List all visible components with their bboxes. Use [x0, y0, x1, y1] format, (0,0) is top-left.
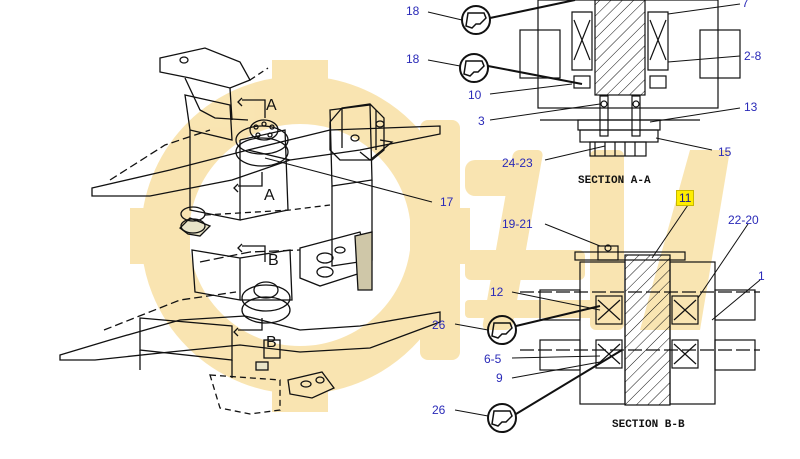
section-a-a-label: SECTION A-A	[578, 175, 651, 187]
callout-17[interactable]: 17	[440, 195, 454, 209]
callout-7[interactable]: 7	[742, 0, 749, 10]
frame-assembly	[59, 47, 441, 415]
callout-1[interactable]: 1	[758, 269, 765, 283]
section-b-b-label: SECTION B-B	[612, 419, 685, 431]
leader-lines	[264, 0, 761, 417]
callout-22-20[interactable]: 22-20	[728, 213, 759, 227]
callout-9[interactable]: 9	[496, 371, 503, 385]
section-b-b-drawing	[520, 244, 760, 406]
callout-11-highlighted[interactable]: 11	[676, 190, 695, 206]
seal-detail-icon-26-bottom	[487, 403, 517, 433]
callout-13[interactable]: 13	[744, 100, 758, 114]
cut-mark-b-top: B	[268, 252, 279, 269]
callout-3[interactable]: 3	[478, 114, 485, 128]
callout-26-top[interactable]: 26	[432, 318, 446, 332]
cut-mark-a-top: A	[266, 97, 277, 114]
callout-2-8[interactable]: 2-8	[744, 49, 762, 63]
callout-18-mid[interactable]: 18	[406, 52, 420, 66]
cut-mark-a-bottom: A	[264, 187, 275, 204]
seal-detail-icon-18-top	[461, 5, 491, 35]
callout-10[interactable]: 10	[468, 88, 482, 102]
callout-6-5[interactable]: 6-5	[484, 352, 502, 366]
callout-15[interactable]: 15	[718, 145, 732, 159]
callout-19-21[interactable]: 19-21	[502, 217, 533, 231]
callout-26-bottom[interactable]: 26	[432, 403, 446, 417]
callout-24-23[interactable]: 24-23	[502, 156, 533, 170]
callout-12[interactable]: 12	[490, 285, 504, 299]
cut-mark-b-bottom: B	[266, 334, 277, 351]
seal-detail-icon-18-mid	[459, 53, 489, 83]
callout-18-top[interactable]: 18	[406, 4, 420, 18]
section-a-a-drawing	[519, 0, 741, 157]
